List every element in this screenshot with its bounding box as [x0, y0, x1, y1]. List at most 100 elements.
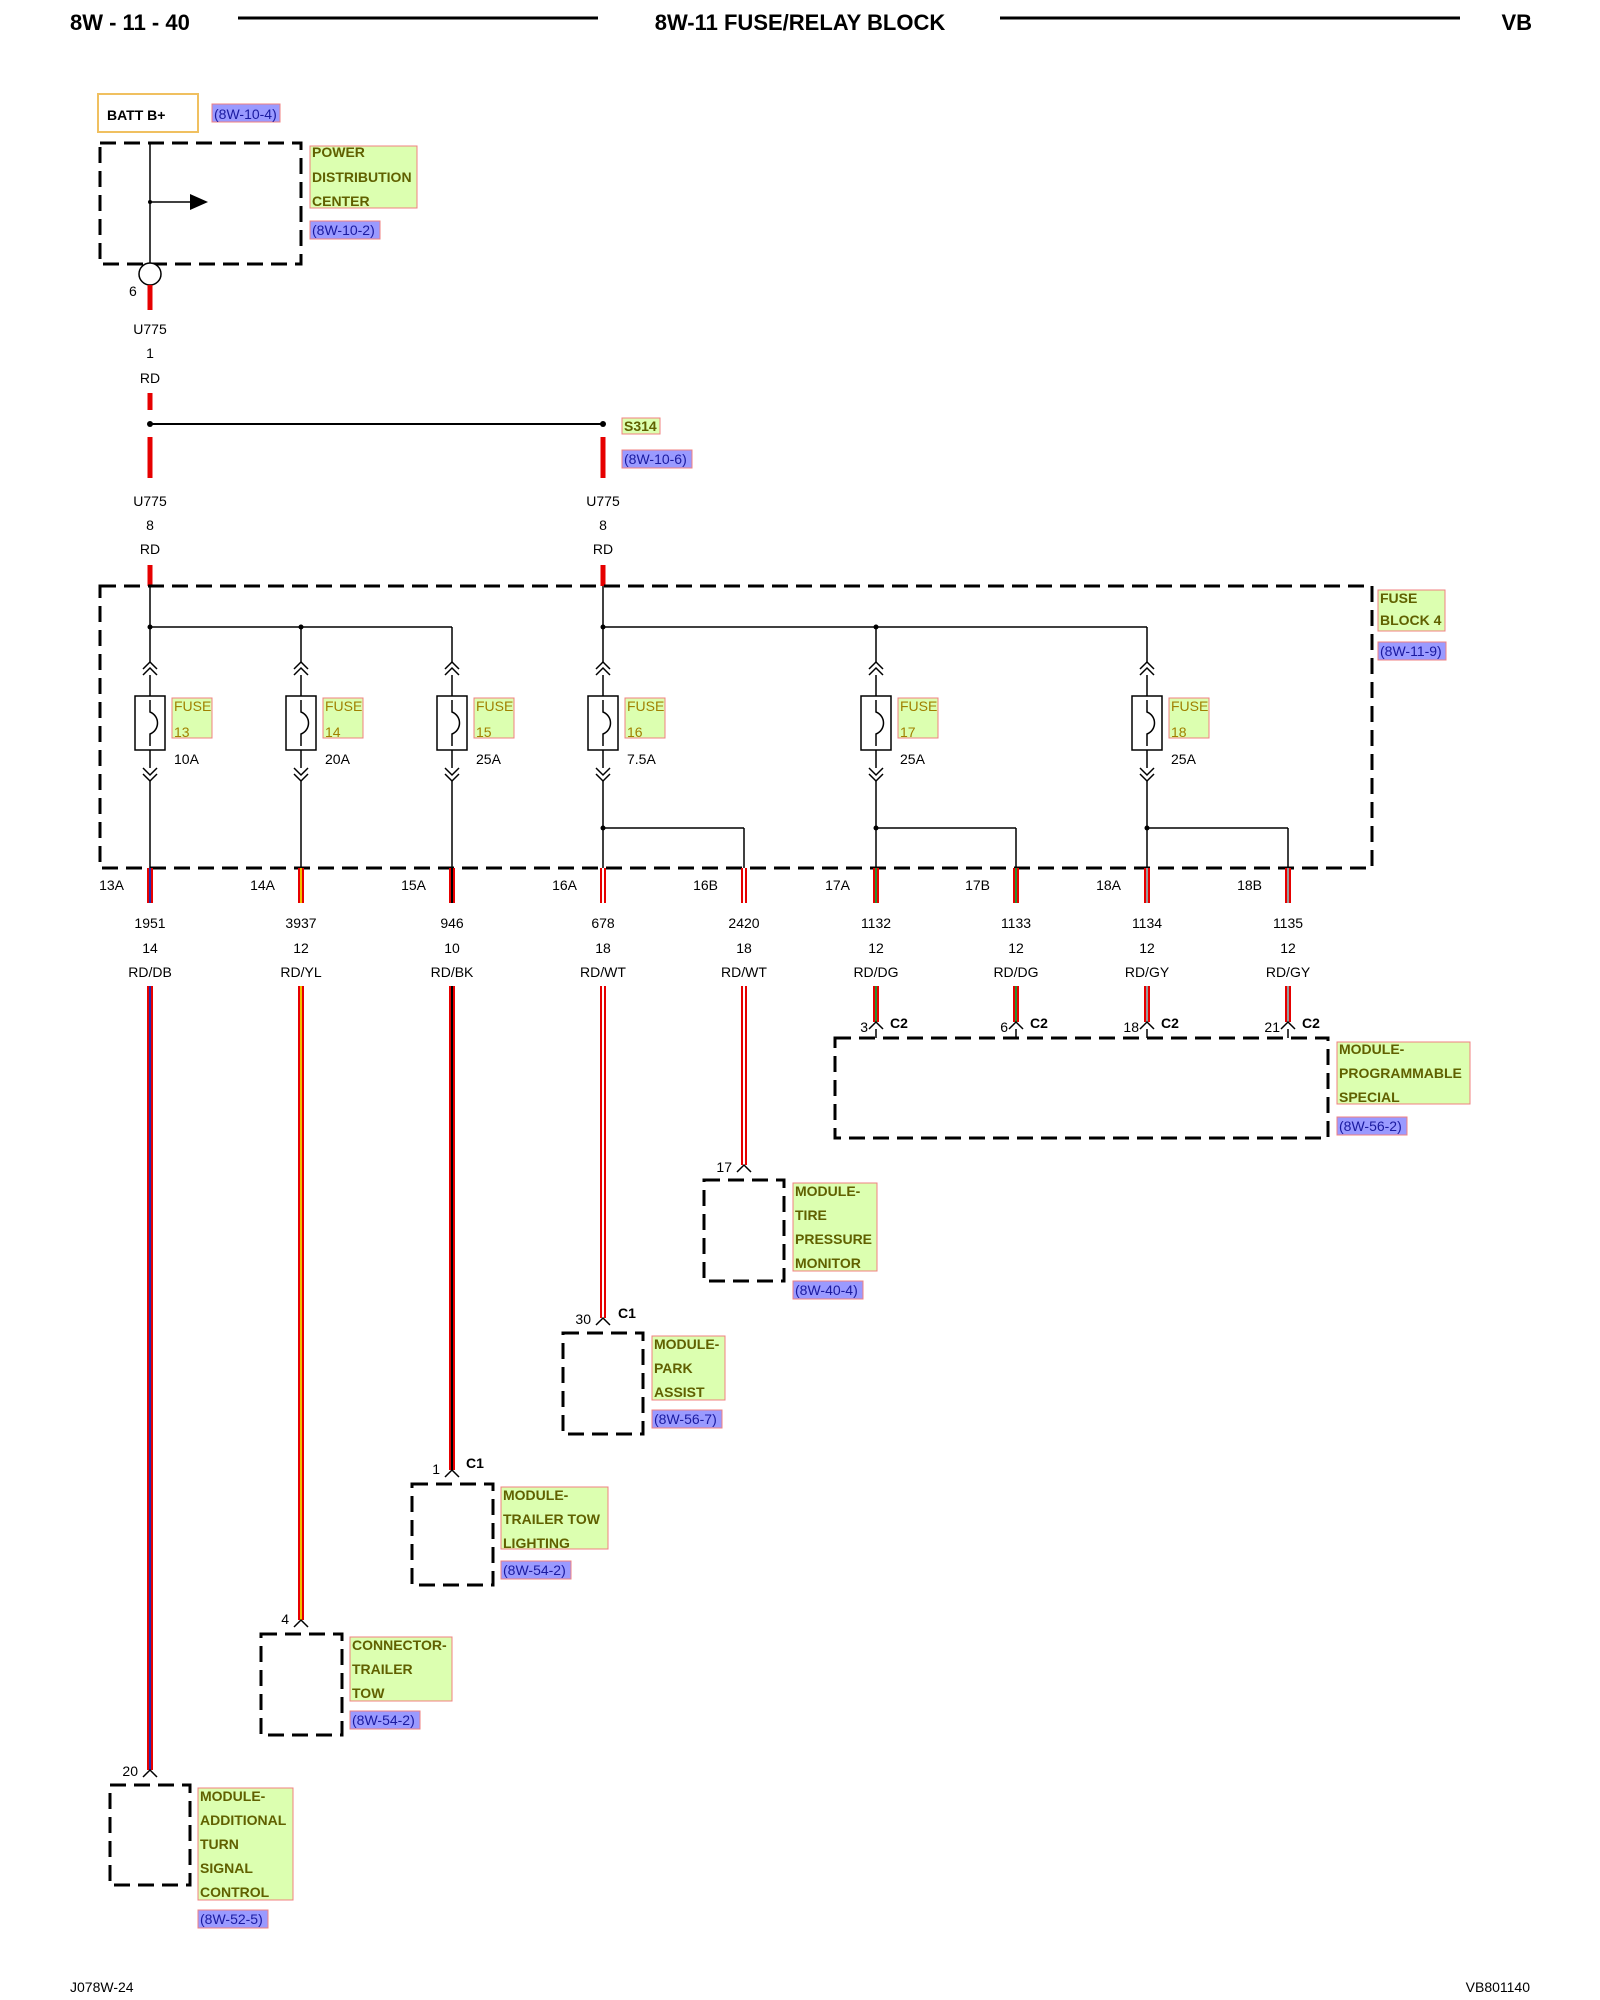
fuse-rating: 7.5A: [627, 751, 656, 767]
trailer-connector-ref-link[interactable]: (8W-54-2): [349, 1710, 421, 1730]
feed-connector: U775: [133, 321, 167, 337]
cavity-label: 17B: [965, 877, 990, 893]
wire-color-label: RD/DG: [853, 964, 898, 980]
fuse-number: 17: [900, 724, 916, 740]
splice-ref[interactable]: (8W-10-6): [624, 451, 687, 467]
tpm-pin: 17: [716, 1159, 732, 1175]
mps-name-3: SPECIAL: [1339, 1089, 1400, 1105]
circuit-label: 1133: [1001, 915, 1031, 931]
park-box: [561, 1331, 645, 1436]
tpm-name-1: MODULE-: [795, 1183, 861, 1199]
trailer-connector-box: [259, 1632, 344, 1737]
pdc-name-1: POWER: [312, 144, 365, 160]
turn-module-box: [108, 1783, 192, 1887]
turn-module-name-4: SIGNAL: [200, 1860, 253, 1876]
tpm-ref-link[interactable]: (8W-40-4): [792, 1280, 864, 1300]
left-branch-pin: 8: [146, 517, 154, 533]
feed-pin: 1: [146, 345, 154, 361]
fuse-block-ref-link[interactable]: (8W-11-9): [1377, 641, 1447, 661]
tpm-ref[interactable]: (8W-40-4): [795, 1282, 858, 1298]
footer-right: VB801140: [1466, 1979, 1531, 1995]
fuse-number: 16: [627, 724, 643, 740]
cavity-label: 15A: [401, 877, 427, 893]
right-branch-pin: 8: [599, 517, 607, 533]
turn-module-name-5: CONTROL: [200, 1884, 270, 1900]
mps-ref-link[interactable]: (8W-56-2): [1336, 1116, 1408, 1136]
left-branch-color: RD: [140, 541, 160, 557]
pdc-pin: 6: [129, 283, 137, 299]
tpm-name-2: TIRE: [795, 1207, 827, 1223]
trailer-module-name-3: LIGHTING: [503, 1535, 570, 1551]
pdc-box: [98, 141, 303, 266]
trailer-module-ref[interactable]: (8W-54-2): [503, 1562, 566, 1578]
right-branch-connector: U775: [586, 493, 620, 509]
splice-ref-link[interactable]: (8W-10-6): [621, 449, 693, 469]
fuse-label: FUSE: [627, 698, 664, 714]
fuses-group: FUSE1310AFUSE1420AFUSE1525AFUSE167.5AFUS…: [134, 627, 1210, 868]
wire-color-label: RD/YL: [280, 964, 321, 980]
batt-ref-link[interactable]: (8W-10-4): [211, 103, 281, 123]
park-name-1: MODULE-: [654, 1336, 720, 1352]
page-code: VB: [1501, 10, 1532, 35]
mps-pin: 21: [1264, 1019, 1280, 1035]
mps-connector: C2: [890, 1015, 908, 1031]
gauge-label: 12: [1139, 940, 1155, 956]
circuit-label: 1134: [1132, 915, 1162, 931]
fuse-block-name-1: FUSE: [1380, 590, 1417, 606]
fuse-rating: 20A: [325, 751, 351, 767]
gauge-label: 12: [1280, 940, 1296, 956]
output-wires-group: 13A195114RD/DB14A393712RD/YL15A94610RD/B…: [99, 868, 1311, 1778]
trailer-connector-pin: 4: [281, 1611, 289, 1627]
park-name-3: ASSIST: [654, 1384, 705, 1400]
terminal-symbol: [1139, 1020, 1155, 1030]
batt-ref[interactable]: (8W-10-4): [214, 106, 277, 122]
trailer-module-ref-link[interactable]: (8W-54-2): [500, 1560, 572, 1580]
trailer-module-box: [410, 1482, 495, 1587]
cavity-label: 18A: [1096, 877, 1122, 893]
fuse-block-ref[interactable]: (8W-11-9): [1380, 643, 1442, 659]
mps-pin: 18: [1123, 1019, 1139, 1035]
fuse-number: 18: [1171, 724, 1187, 740]
tpm-name-4: MONITOR: [795, 1255, 861, 1271]
turn-module-ref[interactable]: (8W-52-5): [200, 1911, 263, 1927]
circuit-label: 1951: [134, 915, 165, 931]
wire-color-label: RD/DG: [993, 964, 1038, 980]
page-title: 8W-11 FUSE/RELAY BLOCK: [655, 10, 946, 35]
turn-module-ref-link[interactable]: (8W-52-5): [197, 1909, 269, 1929]
terminal-symbol: [736, 1163, 752, 1173]
mps-connector: C2: [1161, 1015, 1179, 1031]
pdc-ref-link[interactable]: (8W-10-2): [309, 220, 381, 240]
turn-module-name-1: MODULE-: [200, 1788, 266, 1804]
pdc-terminal: [138, 262, 162, 286]
trailer-connector-name-2: TRAILER: [352, 1661, 413, 1677]
terminal-symbol: [444, 1468, 460, 1478]
gauge-label: 14: [142, 940, 158, 956]
tpm-name-3: PRESSURE: [795, 1231, 872, 1247]
trailer-connector-ref[interactable]: (8W-54-2): [352, 1712, 415, 1728]
page-header: 8W - 11 - 40 8W-11 FUSE/RELAY BLOCK VB: [70, 10, 1532, 35]
mps-ref[interactable]: (8W-56-2): [1339, 1118, 1402, 1134]
gauge-label: 12: [868, 940, 884, 956]
splice-name: S314: [624, 418, 657, 434]
cavity-label: 13A: [99, 877, 125, 893]
park-ref-link[interactable]: (8W-56-7): [651, 1409, 723, 1429]
wire-color-label: RD/DB: [128, 964, 172, 980]
park-ref[interactable]: (8W-56-7): [654, 1411, 717, 1427]
wire-color-label: RD/WT: [580, 964, 626, 980]
trailer-module-name-1: MODULE-: [503, 1487, 569, 1503]
turn-module-name-3: TURN: [200, 1836, 239, 1852]
park-pin: 30: [575, 1311, 591, 1327]
fuse-block-name-2: BLOCK 4: [1380, 612, 1442, 628]
fuse-rating: 25A: [1171, 751, 1197, 767]
trailer-connector-name-3: TOW: [352, 1685, 385, 1701]
fuse-number: 14: [325, 724, 341, 740]
pdc-ref[interactable]: (8W-10-2): [312, 222, 375, 238]
